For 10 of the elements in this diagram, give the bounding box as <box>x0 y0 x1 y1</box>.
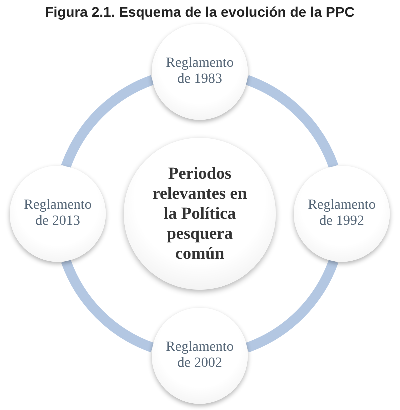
period-label: Reglamento de 2002 <box>165 340 235 372</box>
ring-arc <box>245 76 338 169</box>
period-label: Reglamento de 1992 <box>307 198 377 230</box>
figure-title: Figura 2.1. Esquema de la evolución de la PPC <box>44 3 356 22</box>
period-label: Reglamento de 2013 <box>23 198 93 230</box>
period-label: Reglamento de 1983 <box>165 56 235 88</box>
ring-arc <box>245 259 338 352</box>
ring-arc <box>62 259 155 352</box>
ring-arc <box>62 76 155 169</box>
center-label: Periodos relevantes en la Política pesquera común <box>152 164 248 264</box>
